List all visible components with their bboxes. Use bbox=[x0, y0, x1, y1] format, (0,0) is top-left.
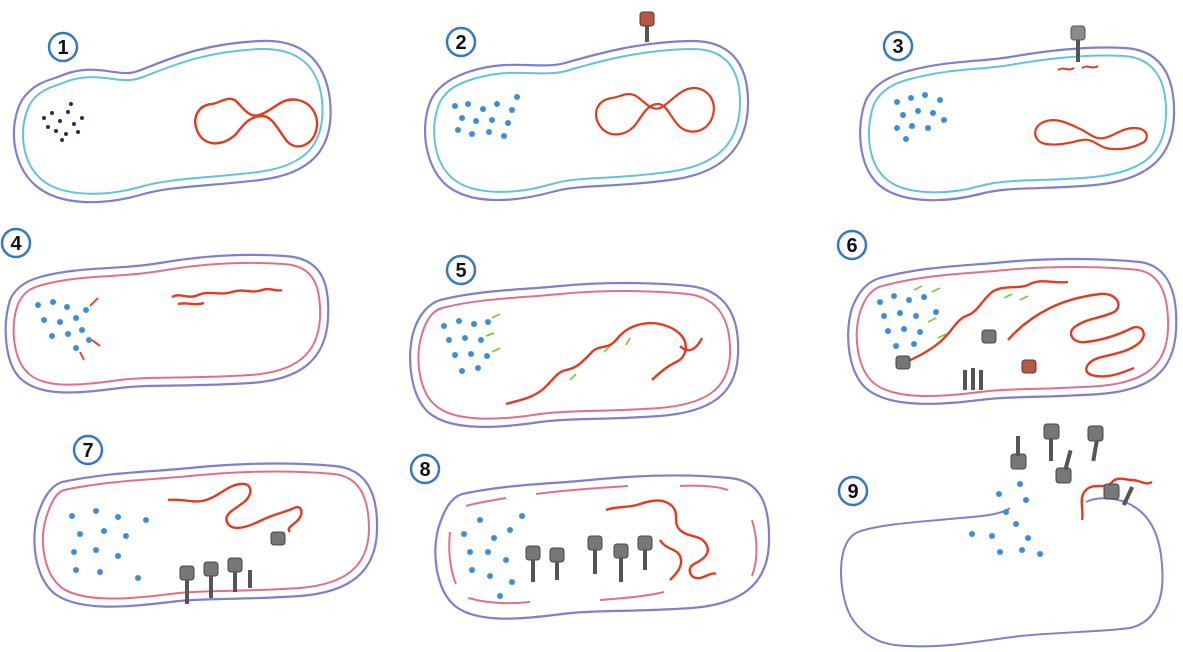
ribosome-cluster bbox=[894, 92, 947, 142]
svg-text:5: 5 bbox=[455, 260, 466, 282]
phage-mrna bbox=[486, 314, 630, 380]
phage-tails bbox=[963, 368, 983, 390]
panel-4-badge: 4 bbox=[2, 229, 30, 257]
panel-7: 7 bbox=[34, 436, 377, 607]
phage-dna-entering bbox=[1058, 66, 1098, 70]
ribosome-cluster bbox=[69, 508, 149, 581]
panel-3: 3 bbox=[860, 26, 1174, 200]
lysed-cell-envelope bbox=[841, 498, 1163, 646]
panel-1-badge: 1 bbox=[49, 33, 77, 61]
panel-5-badge: 5 bbox=[447, 256, 475, 284]
panel-5: 5 bbox=[410, 256, 738, 427]
phage-dna bbox=[172, 289, 282, 304]
ribosome-cluster bbox=[35, 299, 92, 351]
svg-text:2: 2 bbox=[455, 32, 466, 54]
svg-text:9: 9 bbox=[847, 481, 858, 503]
phage-heads bbox=[180, 532, 285, 580]
outer-membrane bbox=[860, 47, 1174, 200]
inner-membrane-fragments bbox=[449, 486, 756, 604]
phage-heads bbox=[526, 536, 652, 562]
panel-8: 8 bbox=[411, 455, 769, 619]
svg-text:6: 6 bbox=[846, 235, 857, 257]
phage-mrna bbox=[914, 286, 1028, 338]
inner-membrane bbox=[434, 49, 740, 192]
phage-dna bbox=[168, 484, 301, 532]
panel-8-badge: 8 bbox=[411, 455, 439, 483]
ribosome-cluster bbox=[441, 318, 491, 374]
inner-membrane bbox=[23, 49, 322, 194]
ribosome-cluster bbox=[461, 513, 525, 599]
ribosome-cluster bbox=[452, 94, 520, 139]
released-phage-heads bbox=[1011, 424, 1119, 499]
panel-6: 6 bbox=[838, 231, 1176, 404]
panel-1: 1 bbox=[14, 33, 331, 202]
svg-text:8: 8 bbox=[419, 459, 430, 481]
released-ribosomes bbox=[969, 481, 1043, 557]
phage-dna bbox=[896, 281, 1144, 376]
bacterial-chromosome bbox=[596, 88, 714, 134]
bacterial-chromosome bbox=[195, 99, 317, 147]
panel-9: 9 bbox=[839, 424, 1163, 646]
panel-9-badge: 9 bbox=[839, 477, 867, 505]
panel-7-badge: 7 bbox=[74, 436, 102, 464]
inner-membrane bbox=[43, 472, 369, 599]
outer-membrane bbox=[6, 255, 329, 393]
bacterial-chromosome bbox=[1035, 120, 1147, 149]
svg-text:7: 7 bbox=[82, 440, 93, 462]
phage-on-surface bbox=[640, 12, 654, 42]
panel-6-badge: 6 bbox=[838, 231, 866, 259]
panel-2: 2 bbox=[425, 12, 748, 200]
panel-3-badge: 3 bbox=[884, 32, 912, 60]
svg-text:4: 4 bbox=[10, 233, 22, 255]
phage-dna bbox=[506, 323, 702, 404]
panel-4: 4 bbox=[2, 229, 328, 392]
phage-heads bbox=[896, 330, 1036, 373]
panel-2-badge: 2 bbox=[447, 28, 475, 56]
phage-tails bbox=[531, 550, 647, 582]
svg-text:3: 3 bbox=[892, 36, 903, 58]
svg-text:1: 1 bbox=[57, 37, 68, 59]
early-ribosome-cluster bbox=[42, 102, 84, 142]
